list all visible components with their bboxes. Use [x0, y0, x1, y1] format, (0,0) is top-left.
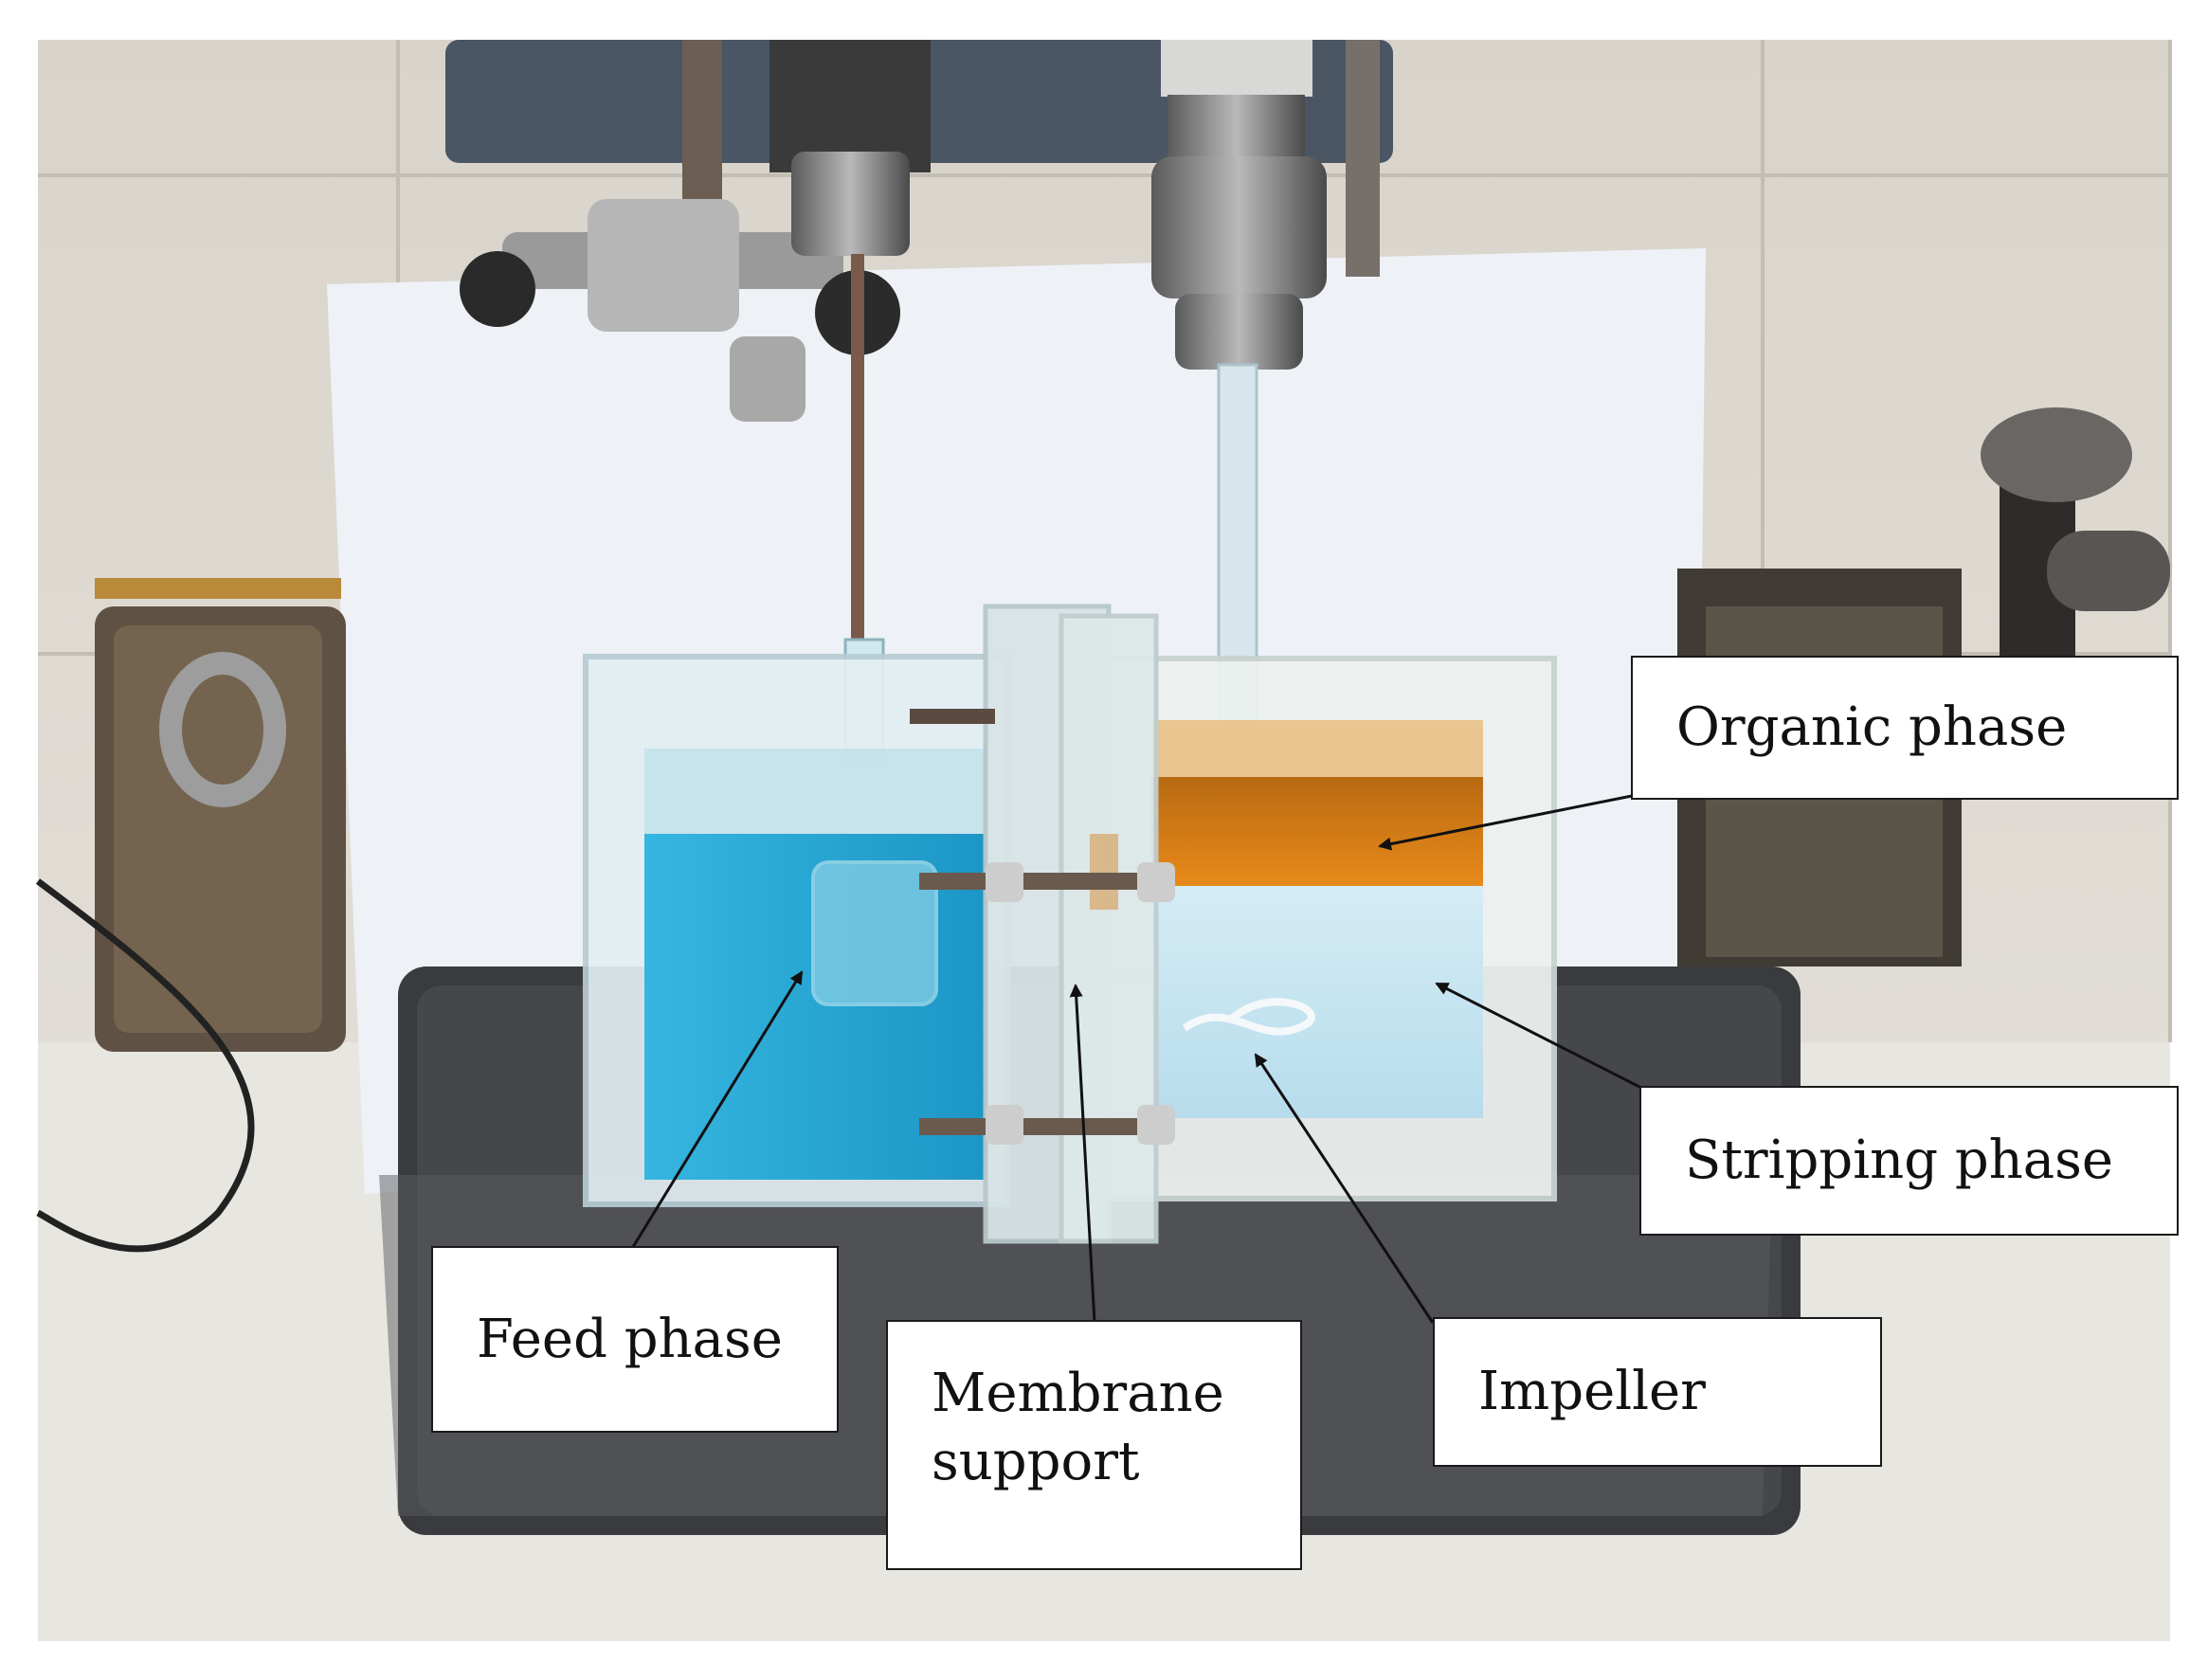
bolts — [910, 709, 1175, 1145]
right-chuck — [1151, 40, 1327, 370]
arrow-stripping — [1435, 982, 1642, 1090]
left-stirrer-shaft — [851, 254, 864, 652]
label-impeller: Impeller — [1433, 1317, 1882, 1467]
feed-compartment — [583, 654, 1010, 1207]
arrow-impeller — [1254, 1053, 1435, 1324]
right-compartment — [1106, 656, 1557, 1201]
cable — [35, 878, 255, 1253]
left-stand — [95, 578, 346, 1052]
left-chuck — [769, 40, 931, 256]
membrane-support-plates — [983, 604, 1159, 1244]
label-stripping-phase: Stripping phase — [1639, 1086, 2179, 1236]
label-membrane-support: Membrane support — [886, 1320, 1302, 1570]
arrow-feed — [631, 970, 804, 1248]
arrow-organic — [1378, 794, 1633, 851]
right-stand-rod — [1346, 40, 1380, 277]
arrow-membrane — [1069, 984, 1096, 1323]
label-organic-phase: Organic phase — [1631, 656, 2179, 800]
left-clamp — [460, 199, 900, 422]
label-feed-phase: Feed phase — [431, 1246, 839, 1433]
annotation-arrows — [631, 794, 1642, 1324]
